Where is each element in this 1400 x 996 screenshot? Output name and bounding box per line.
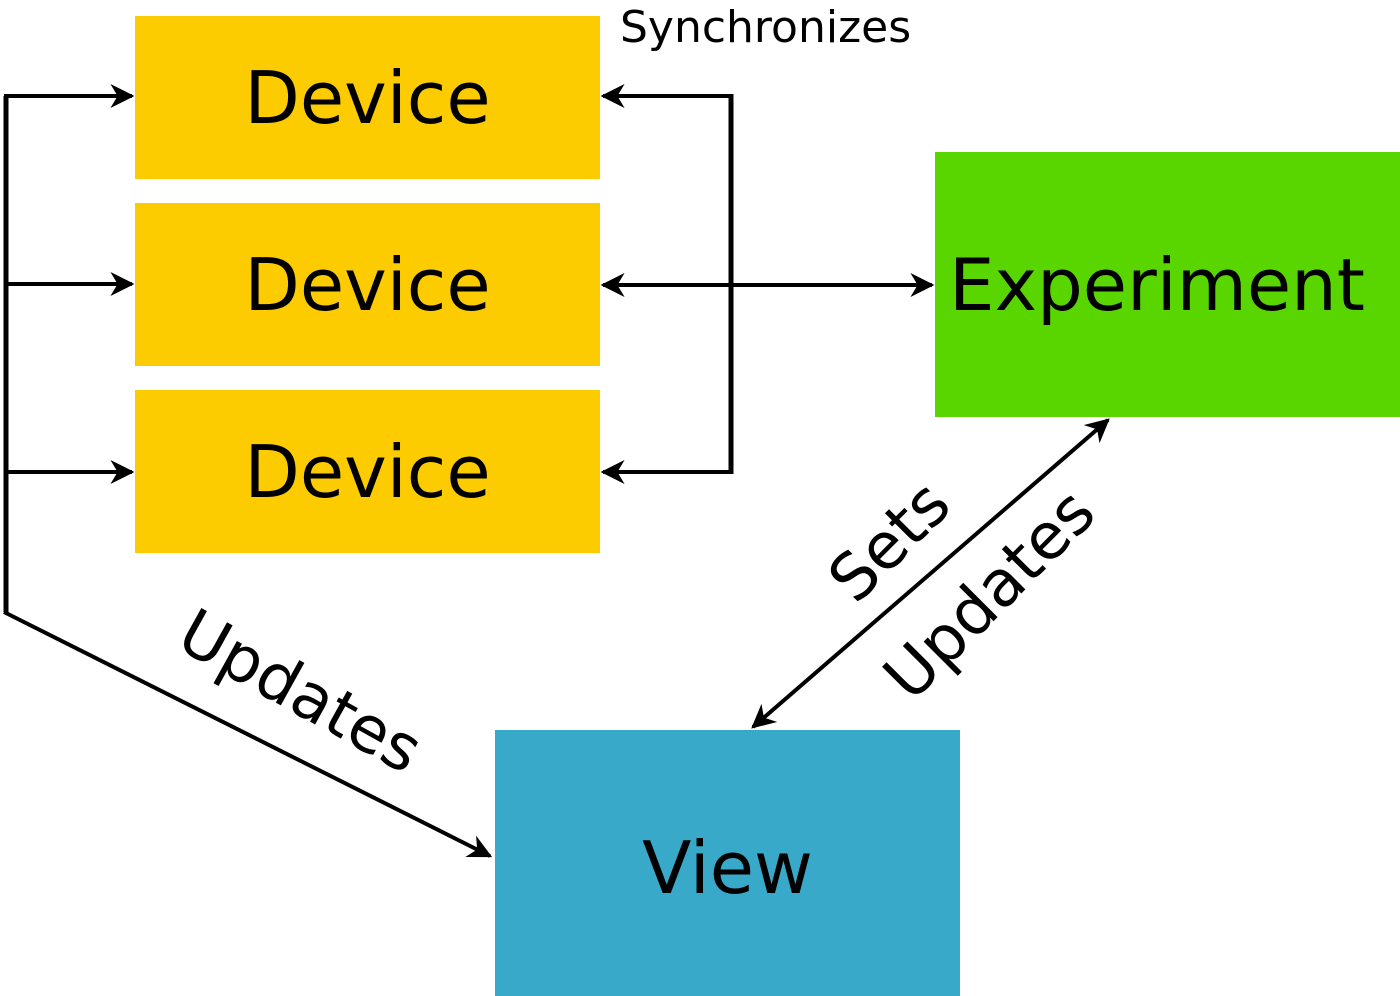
device-box-1: Device (135, 16, 600, 179)
device-box-3: Device (135, 390, 600, 553)
synchronizes-label: Synchronizes (620, 2, 912, 53)
device-2-label: Device (244, 242, 491, 327)
device-3-label: Device (244, 429, 491, 514)
arrow-experiment-view (751, 418, 1110, 729)
device-1-label: Device (244, 55, 491, 140)
view-box: View (495, 730, 960, 996)
experiment-box: Experiment (935, 152, 1400, 417)
experiment-label: Experiment (949, 242, 1366, 327)
device-box-2: Device (135, 203, 600, 366)
view-label: View (642, 826, 813, 910)
arrow-devices-to-view (3, 610, 493, 858)
